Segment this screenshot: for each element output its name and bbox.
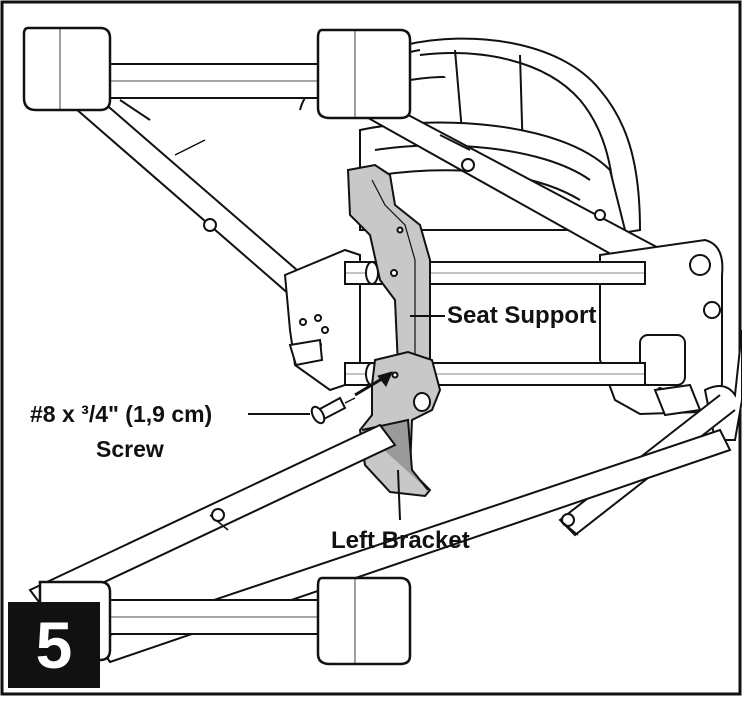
right-rear-leg	[341, 98, 702, 292]
label-seat-support: Seat Support	[447, 302, 597, 329]
label-left-bracket: Left Bracket	[331, 527, 470, 554]
top-center-cap	[316, 28, 412, 120]
step-badge: 5	[8, 602, 100, 688]
step-number: 5	[35, 608, 73, 682]
front-frame	[28, 423, 732, 664]
bottom-center-cap	[316, 576, 412, 666]
label-screw-spec: #8 x ³/4" (1,9 cm)	[30, 401, 213, 427]
left-rear-leg	[57, 94, 323, 297]
screw-part	[310, 396, 356, 425]
insert-arrow	[354, 371, 393, 397]
top-rear-tube	[109, 63, 331, 99]
leader-lines	[248, 315, 445, 521]
label-screw: Screw	[96, 436, 164, 462]
top-left-cap	[22, 26, 112, 112]
